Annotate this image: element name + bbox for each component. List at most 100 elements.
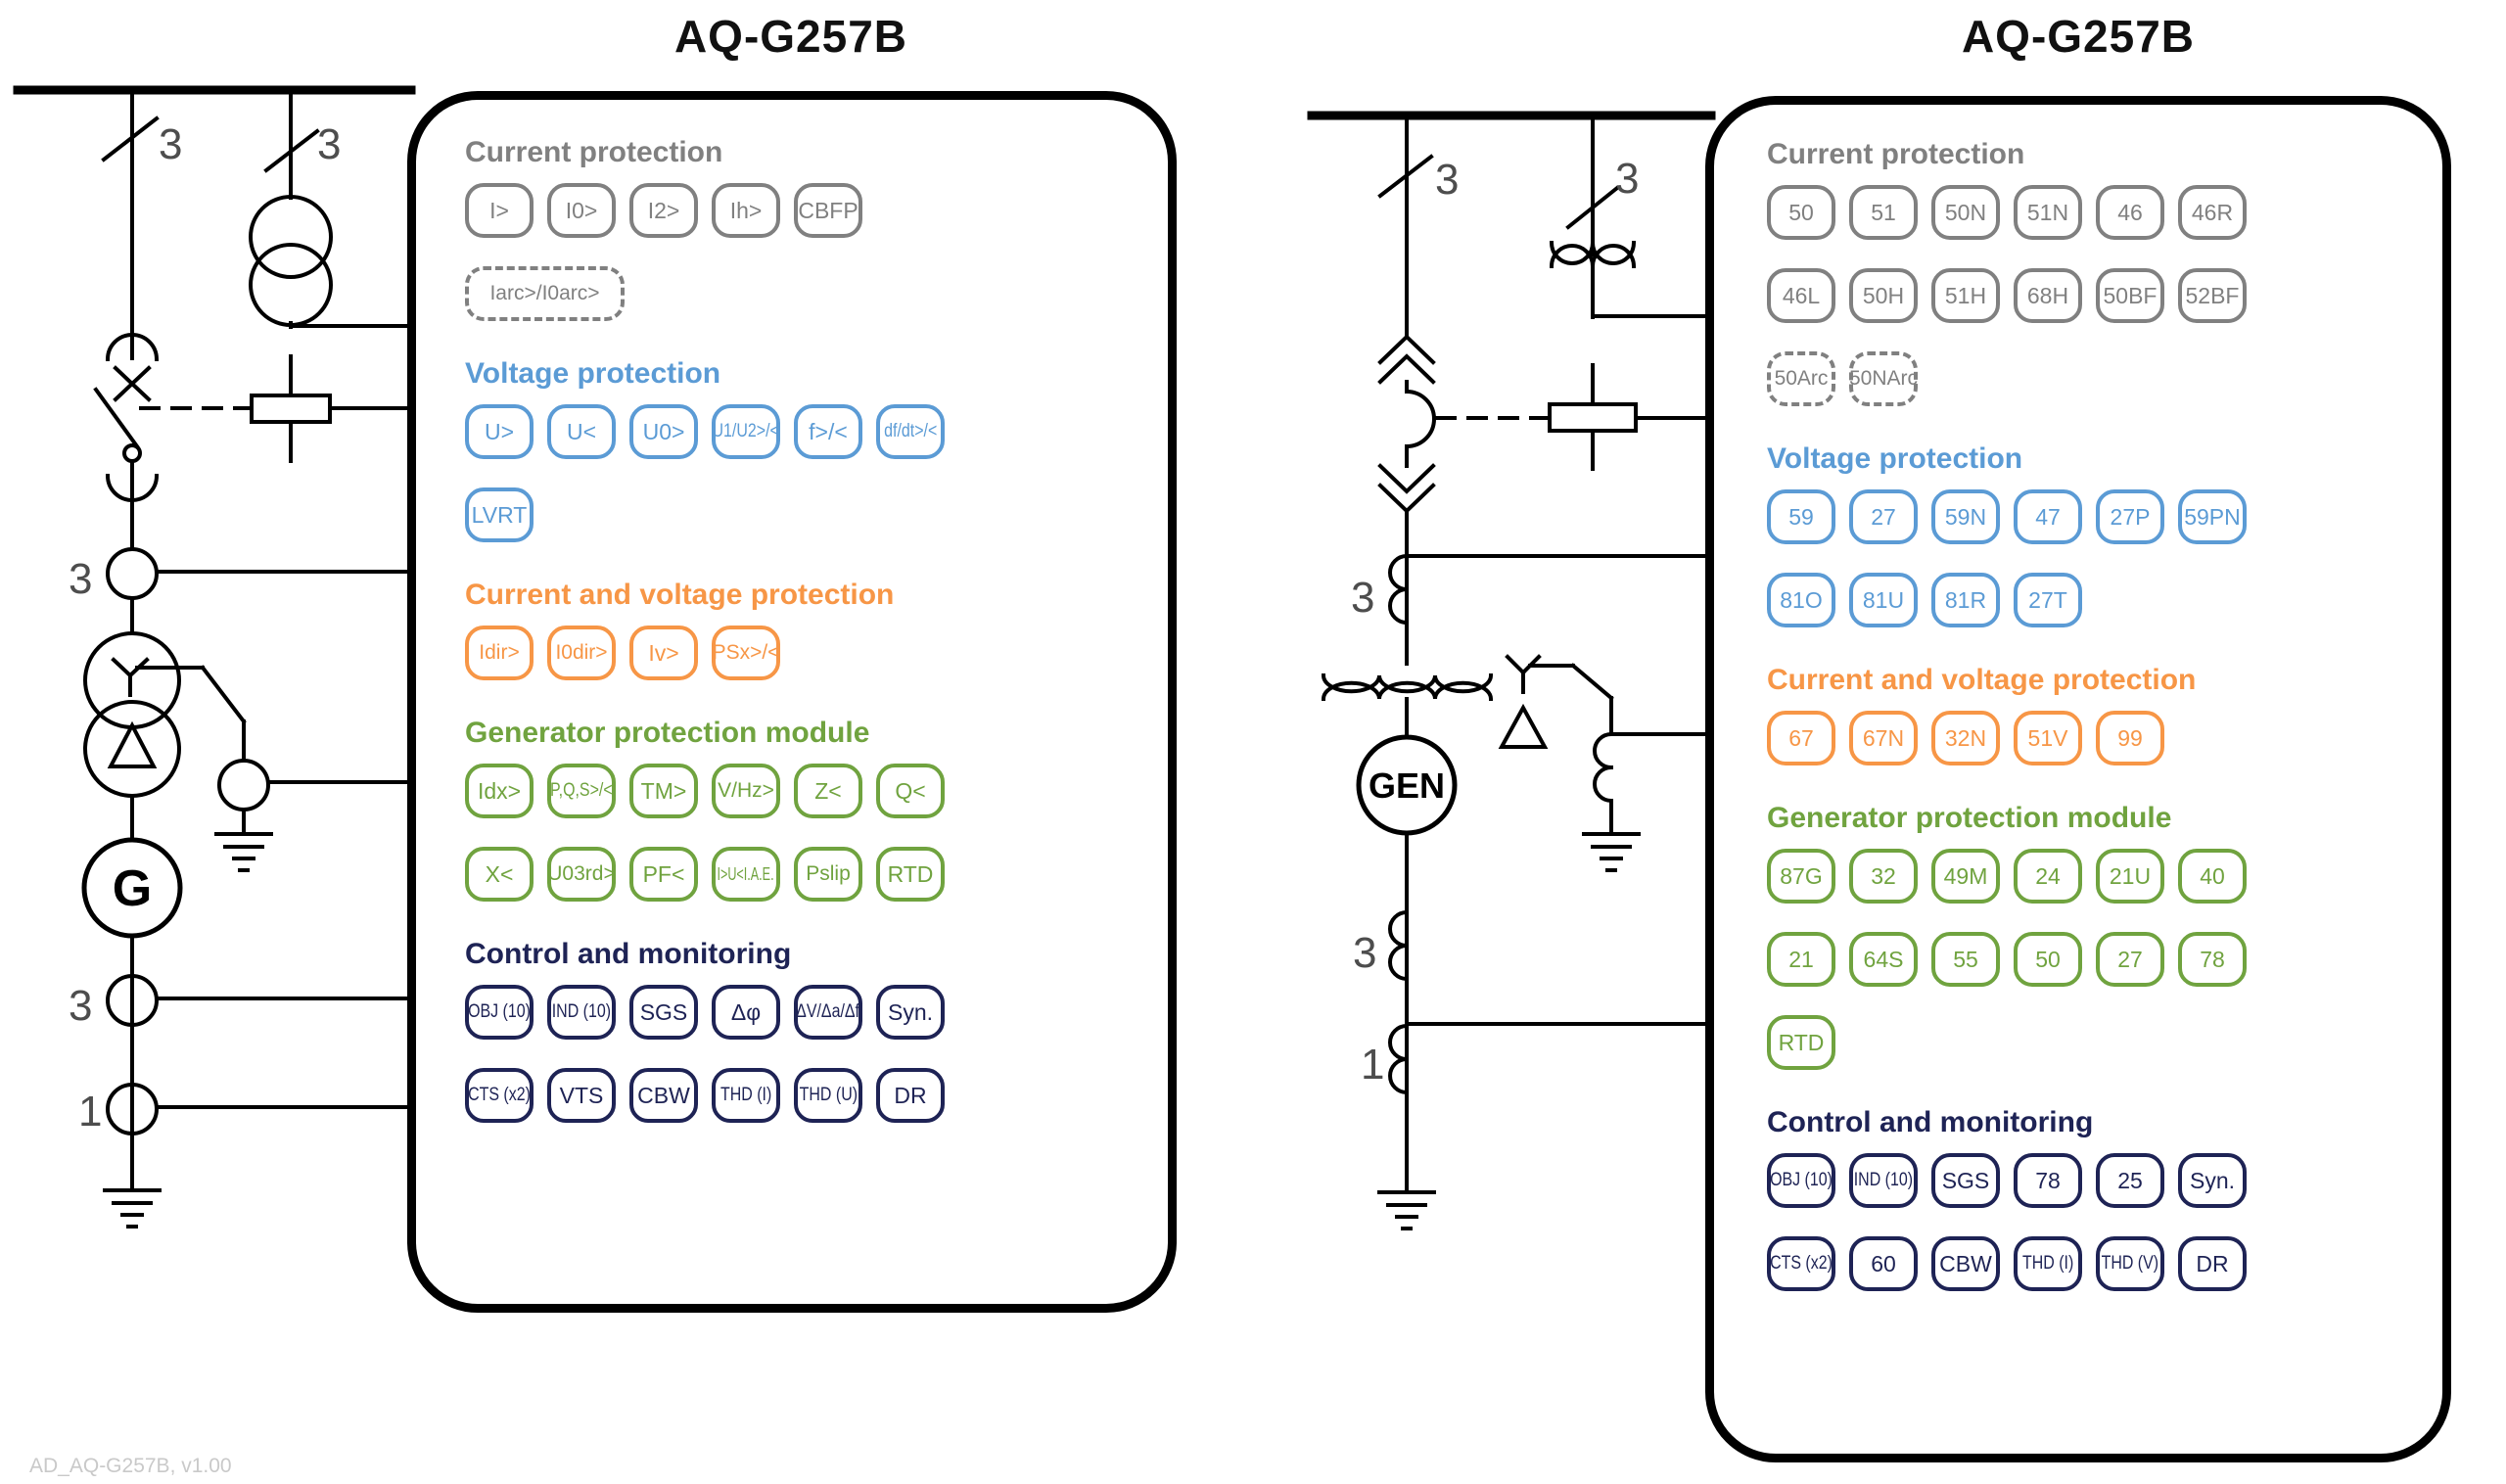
section-header: Voltage protection [1767, 442, 2023, 475]
function-badge: df/dt>/< [876, 404, 945, 459]
section-header: Control and monitoring [465, 938, 792, 970]
function-badge: TM> [629, 764, 698, 818]
function-badge: 59PN [2178, 489, 2247, 544]
function-badge: P,Q,S>/< [547, 764, 616, 818]
function-badge: THD (V) [2096, 1236, 2164, 1291]
function-badge: I2> [629, 183, 698, 238]
function-badge: THD (I) [712, 1068, 780, 1123]
ct-phase-label: 3 [69, 982, 92, 1030]
document-version-label: AD_AQ-G257B, v1.00 [29, 1455, 232, 1477]
function-badge: 46L [1767, 268, 1835, 323]
function-badge: 27 [1849, 489, 1918, 544]
page-title: AQ-G257B [673, 11, 908, 62]
function-badge: I0dir> [547, 626, 616, 680]
generator-label: GEN [1369, 765, 1445, 806]
function-badge: Syn. [876, 985, 945, 1040]
function-badge: U1/U2>/< [712, 404, 780, 459]
function-badge: 21 [1767, 932, 1835, 987]
hv-ct: 3 [69, 547, 415, 603]
function-badge: Iarc>/I0arc> [465, 266, 625, 321]
ground-symbol [103, 1188, 162, 1229]
ct-phase-label: 3 [69, 555, 92, 603]
section-header: Current protection [465, 136, 723, 168]
phase-count-label: 3 [159, 120, 182, 168]
incomer-feeder: 3 [1377, 114, 1459, 666]
phase-slash [101, 116, 160, 162]
neutral-branch [135, 665, 415, 872]
disconnector-symbol [93, 387, 142, 463]
function-badge: U> [465, 404, 534, 459]
step-up-transformer [1321, 654, 1549, 749]
function-badge: IND (10) [547, 985, 616, 1040]
function-badge: 59 [1767, 489, 1835, 544]
function-badge: 67N [1849, 711, 1918, 765]
voltage-transformer: 3 [1549, 114, 1713, 319]
phase-count-label: 3 [1615, 155, 1639, 203]
function-badge: CTS (x2) [1767, 1236, 1835, 1291]
function-badge: 46R [2178, 185, 2247, 240]
function-badge: PF< [629, 847, 698, 902]
function-badge: THD (U) [794, 1068, 862, 1123]
section-header: Generator protection module [1767, 802, 2172, 834]
function-badge: Syn. [2178, 1153, 2247, 1208]
generator-label: G [113, 860, 152, 917]
function-badge: 21U [2096, 849, 2164, 904]
function-badge: 55 [1931, 932, 2000, 987]
function-badge: 51N [2014, 185, 2082, 240]
relay-link [139, 354, 415, 463]
function-badge: 50 [1767, 185, 1835, 240]
function-badge: 50NArc [1849, 351, 1918, 406]
function-badge: CTS (x2) [465, 1068, 534, 1123]
ct-phase-label: 3 [1351, 574, 1374, 622]
function-badge: 50H [1849, 268, 1918, 323]
function-badge: CBW [629, 1068, 698, 1123]
function-badge: CBFP [794, 183, 862, 238]
function-badge: U< [547, 404, 616, 459]
function-badge: 81U [1849, 573, 1918, 627]
function-badge: RTD [876, 847, 945, 902]
function-badge: ΔV/Δa/Δf [794, 985, 862, 1040]
function-badge: Idx> [465, 764, 534, 818]
function-badge: U0> [629, 404, 698, 459]
relay-link [1435, 363, 1713, 471]
function-badge: 81O [1767, 573, 1835, 627]
section-header: Control and monitoring [1767, 1106, 2094, 1138]
function-badge: Z< [794, 764, 862, 818]
phase-slash [263, 128, 320, 173]
delta-symbol [1498, 703, 1549, 749]
incomer-feeder: 3 [93, 88, 182, 550]
neutral-branch [1528, 663, 1713, 872]
function-badge: f>/< [794, 404, 862, 459]
function-badge: 27 [2096, 932, 2164, 987]
ct-phase-label: 1 [1361, 1041, 1384, 1089]
ct-phase-label: 1 [78, 1088, 102, 1136]
badge-row: U>U<U0> U1/U2>/< f>/< df/dt>/< [465, 404, 1168, 459]
wye-symbol [1505, 654, 1542, 694]
function-badge: 27P [2096, 489, 2164, 544]
function-badge: 68H [2014, 268, 2082, 323]
section-header: Current protection [1767, 138, 2025, 170]
function-badge: 40 [2178, 849, 2247, 904]
function-badge: IND (10) [1849, 1153, 1918, 1208]
section-header: Generator protection module [465, 717, 870, 749]
function-badge: DR [2178, 1236, 2247, 1291]
function-badge: I>U<I.A.E. [712, 847, 780, 902]
badge-row: LVRT [465, 487, 1168, 542]
function-badge: 50BF [2096, 268, 2164, 323]
badge-row: Idx>P,Q,S>/<TM>V/Hz>Z<Q< [465, 764, 1168, 818]
